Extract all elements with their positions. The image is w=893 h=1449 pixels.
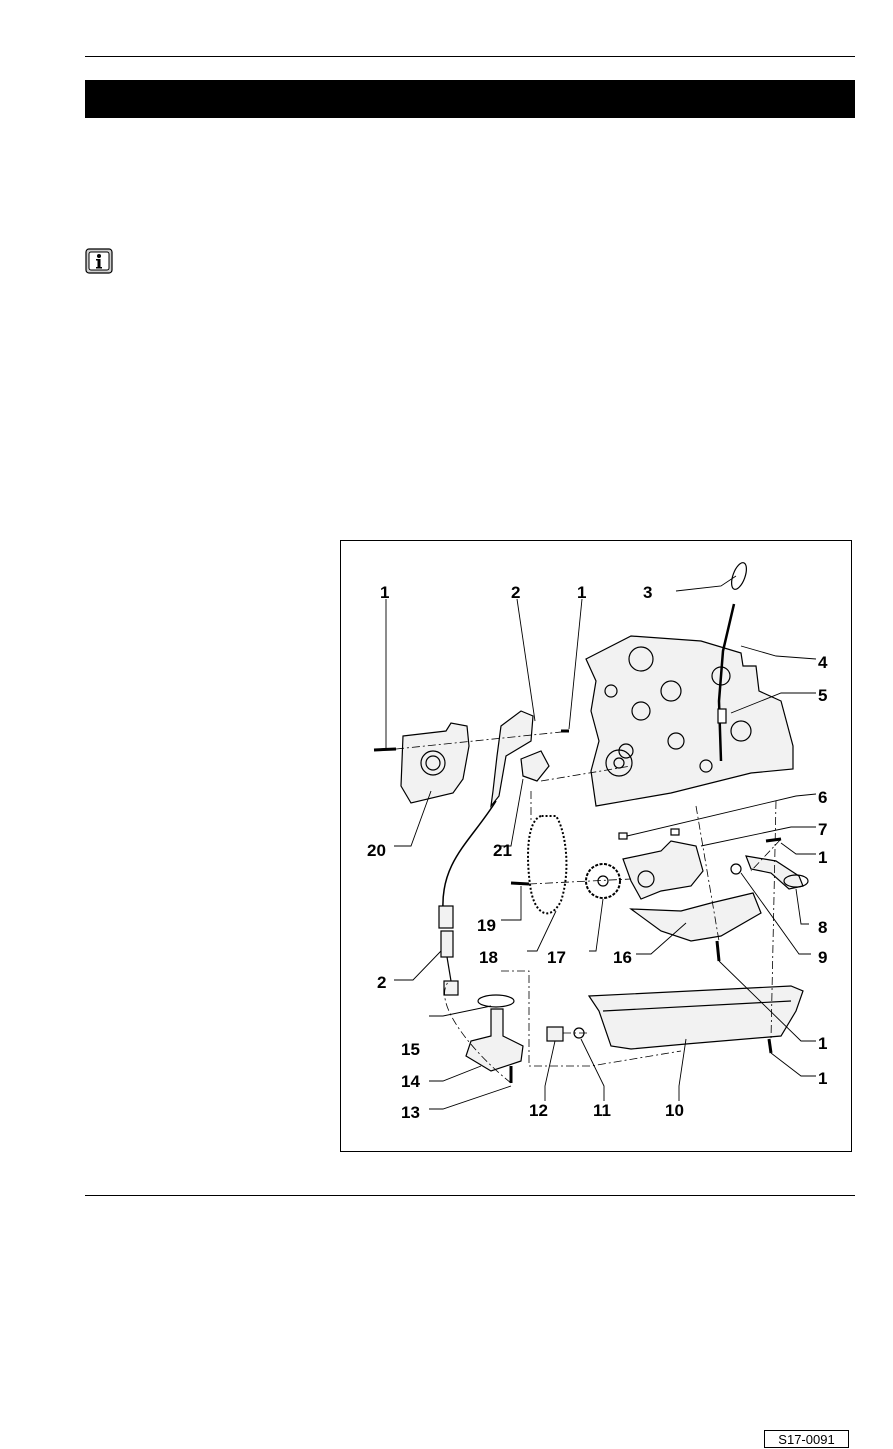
callout-14: 14: [401, 1072, 420, 1091]
callout-15: 15: [401, 1040, 420, 1059]
callout-1: 1: [380, 583, 389, 602]
callout-10: 10: [665, 1101, 684, 1120]
callout-1: 1: [818, 1069, 827, 1088]
exploded-view-figure: 1 2 1 3 4 5 6 7 1 8 9 16 17 18 19 20 21 …: [340, 540, 852, 1448]
callout-5: 5: [818, 686, 827, 705]
timing-chain: [527, 815, 568, 915]
section-title-bar: [85, 80, 855, 118]
engine-block: [585, 635, 794, 807]
callout-4: 4: [818, 653, 828, 672]
callout-12: 12: [529, 1101, 548, 1120]
oil-baffle: [629, 892, 762, 942]
oil-pan: [587, 985, 804, 1050]
bottom-rule: [85, 1195, 855, 1196]
callout-9: 9: [818, 948, 827, 967]
callout-13: 13: [401, 1103, 420, 1122]
callout-2: 2: [377, 973, 386, 992]
front-cover: [400, 722, 470, 804]
info-icon: [85, 248, 113, 274]
callout-1: 1: [818, 1034, 827, 1053]
figure-id-label: S17-0091: [764, 1430, 849, 1448]
callout-6: 6: [818, 788, 827, 807]
callout-7: 7: [818, 820, 827, 839]
callout-16: 16: [613, 948, 632, 967]
callout-11: 11: [593, 1101, 611, 1120]
callout-8: 8: [818, 918, 827, 937]
callout-17: 17: [547, 948, 566, 967]
callout-3: 3: [643, 583, 652, 602]
oil-pump: [622, 840, 704, 900]
top-rule: [85, 56, 855, 57]
callout-19: 19: [477, 916, 496, 935]
callout-20: 20: [367, 841, 386, 860]
callout-2: 2: [511, 583, 520, 602]
callout-1: 1: [577, 583, 586, 602]
callout-1: 1: [818, 848, 827, 867]
callout-21: 21: [493, 841, 512, 860]
callout-18: 18: [479, 948, 498, 967]
dipstick: [717, 603, 736, 762]
